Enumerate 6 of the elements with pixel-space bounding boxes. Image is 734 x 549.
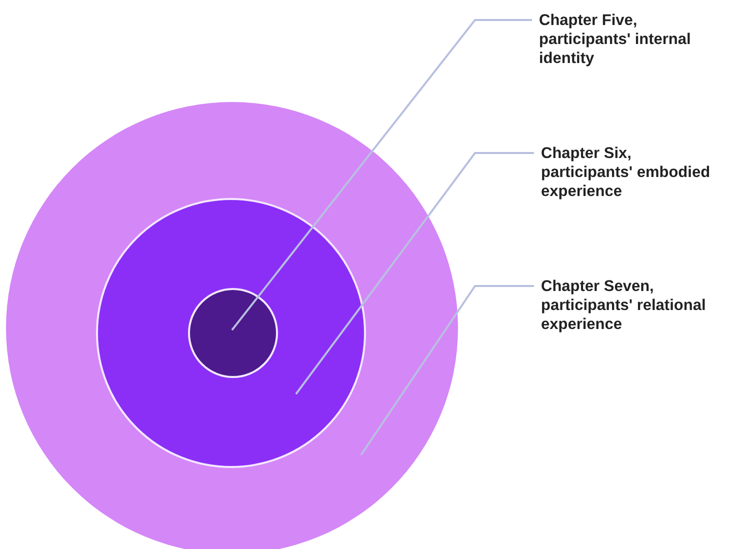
callout-text: Chapter Seven, participants' relational experience xyxy=(541,277,707,334)
callout-text: Chapter Six, participants' embodied experience xyxy=(541,144,712,201)
callout-text: Chapter Five, participants' internal identity xyxy=(539,11,692,68)
leader-line xyxy=(295,152,534,395)
leader-line xyxy=(231,19,532,331)
leader-line xyxy=(360,285,534,456)
